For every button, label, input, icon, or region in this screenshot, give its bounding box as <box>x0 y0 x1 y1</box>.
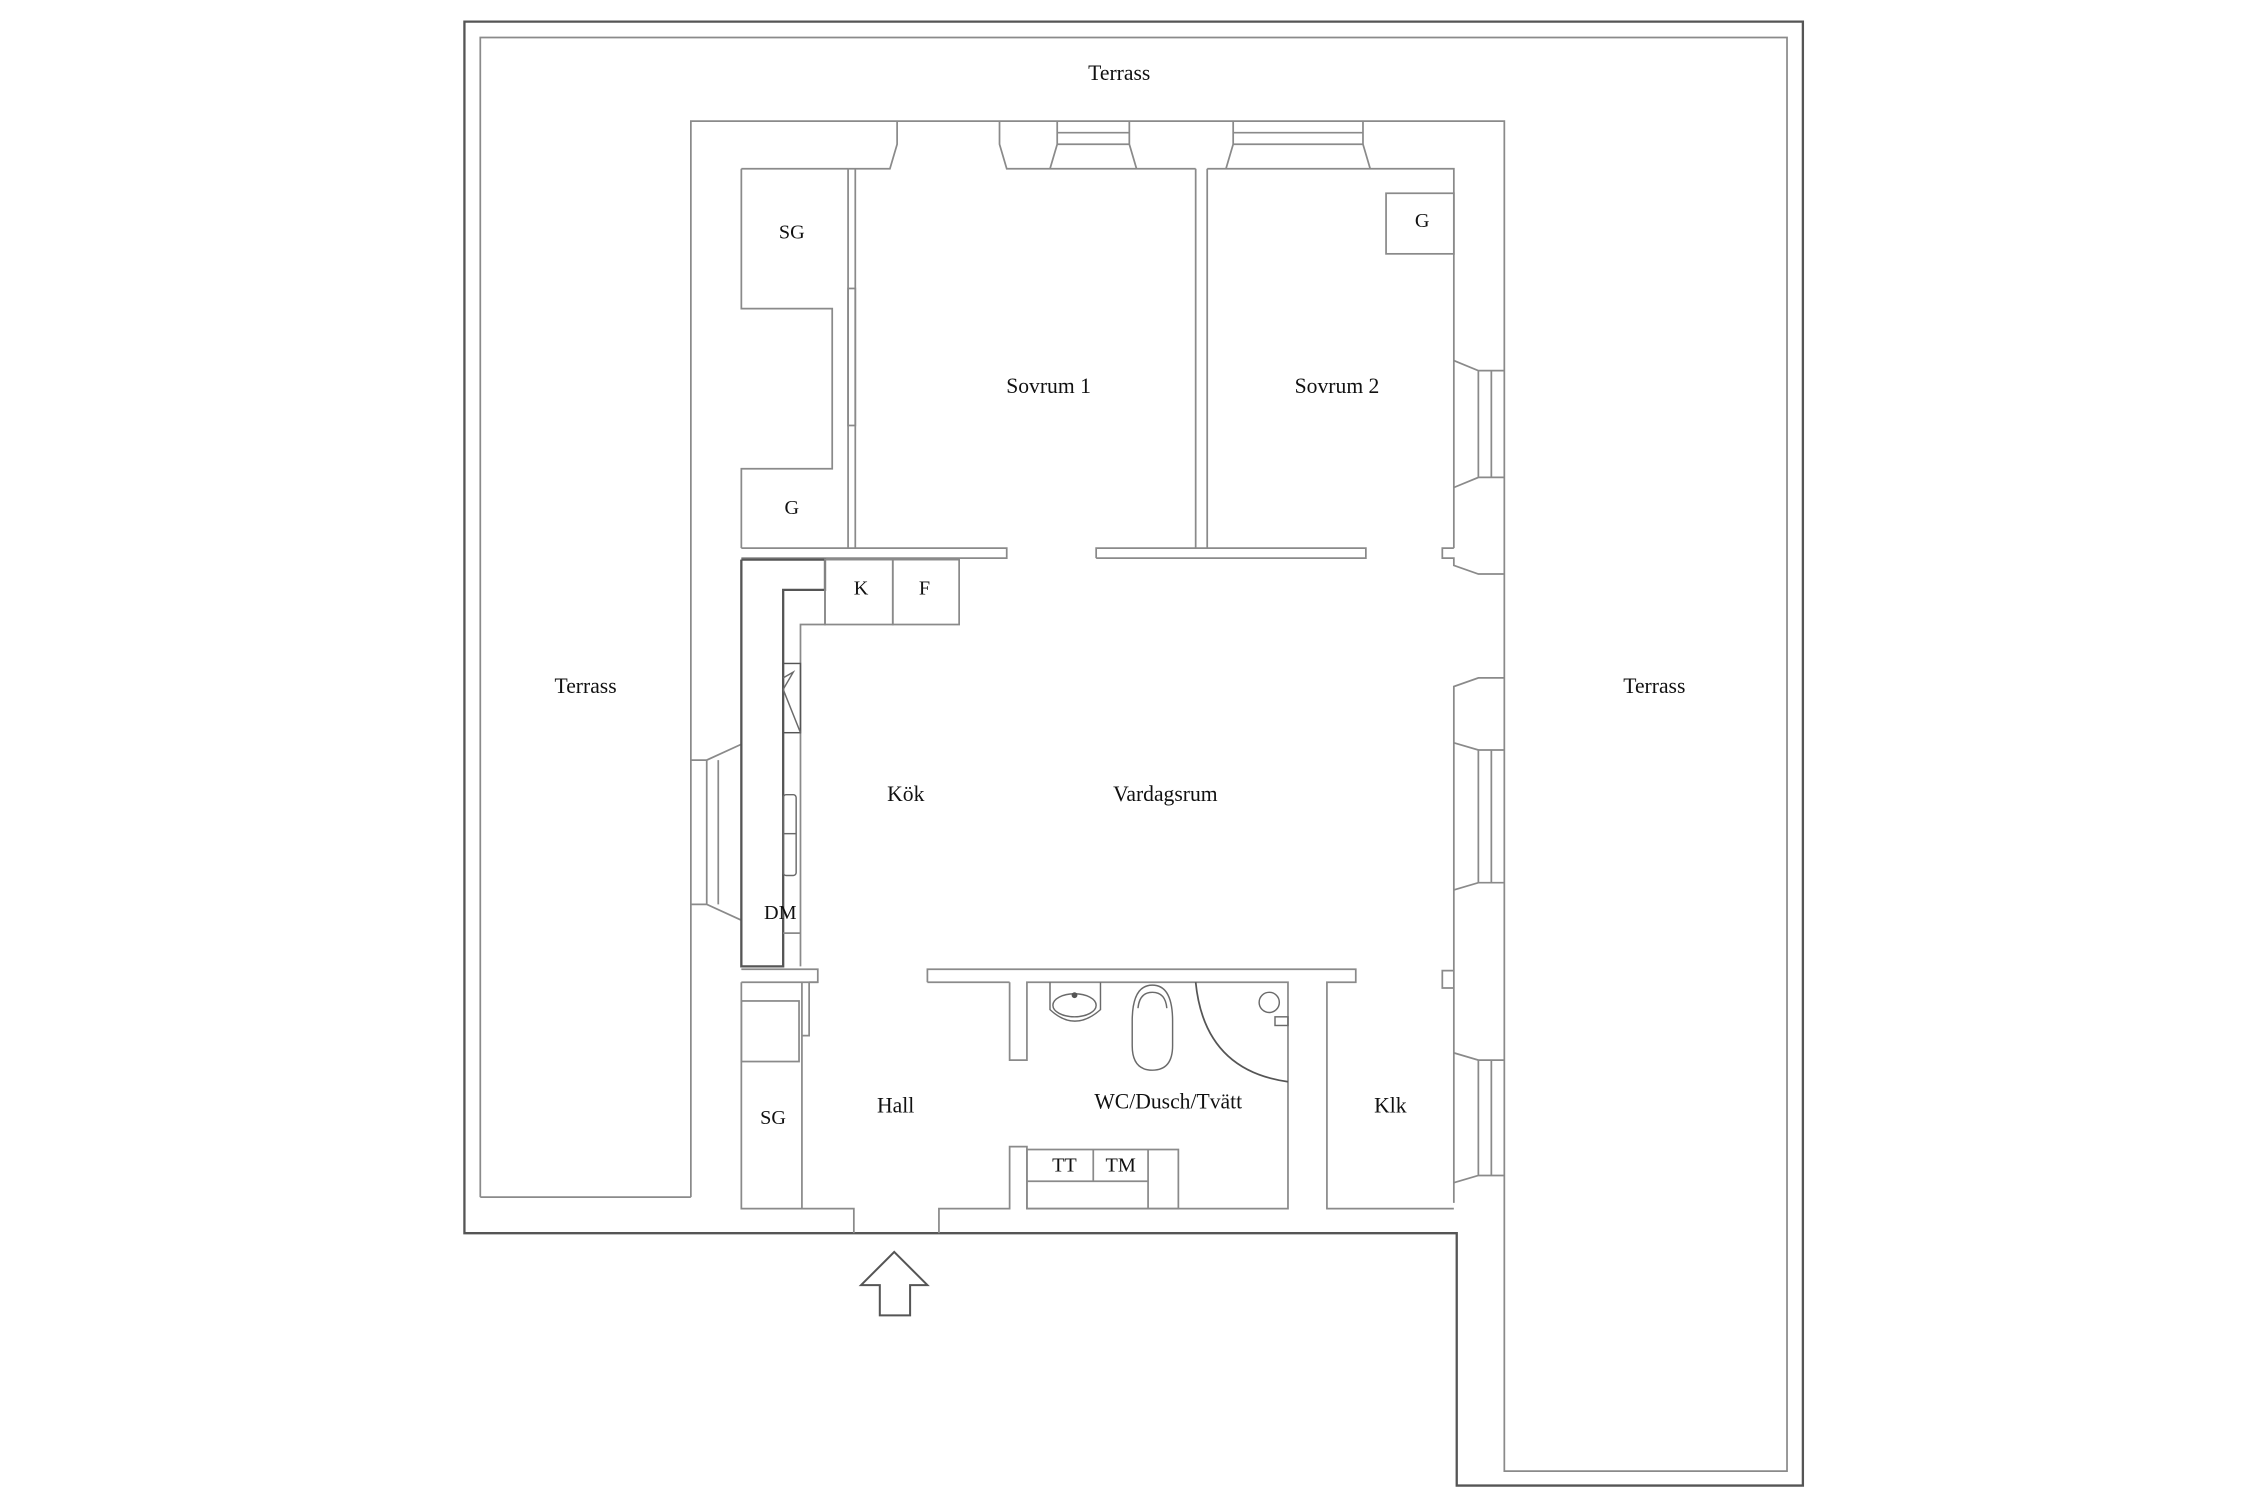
label-hall: Hall <box>877 1094 914 1118</box>
label-bedroom-1: Sovrum 1 <box>1006 374 1091 398</box>
label-washer: TM <box>1106 1154 1136 1176</box>
label-terrace-left: Terrass <box>555 674 617 698</box>
arrow-up-icon <box>858 1250 930 1317</box>
building-walls <box>690 120 1506 1234</box>
sink-icon <box>1049 982 1102 1022</box>
label-walk-in-closet: Klk <box>1374 1094 1407 1118</box>
label-freezer: F <box>919 578 930 600</box>
label-bathroom: WC/Dusch/Tvätt <box>1094 1089 1242 1113</box>
outer-boundary <box>463 20 1805 1487</box>
label-terrace-right: Terrass <box>1623 674 1685 698</box>
label-wardrobe-g-bed1: G <box>785 497 800 519</box>
toilet-icon <box>1131 984 1174 1071</box>
label-terrace-top: Terrass <box>1088 61 1150 85</box>
bathroom-fixtures <box>1026 982 1289 1210</box>
shower-icon <box>1194 982 1289 1083</box>
label-dryer: TT <box>1052 1154 1077 1176</box>
label-wardrobe-sg-top: SG <box>779 221 805 243</box>
label-kitchen: Kök <box>887 782 924 806</box>
label-fridge: K <box>854 578 869 600</box>
label-living-room: Vardagsrum <box>1113 782 1218 806</box>
label-bedroom-2: Sovrum 2 <box>1295 374 1380 398</box>
label-wardrobe-g-bed2: G <box>1415 210 1430 232</box>
kitchen-counter <box>740 558 960 968</box>
wardrobes <box>1385 192 1455 255</box>
label-dishwasher: DM <box>764 902 797 924</box>
label-wardrobe-sg-hall: SG <box>760 1107 786 1129</box>
